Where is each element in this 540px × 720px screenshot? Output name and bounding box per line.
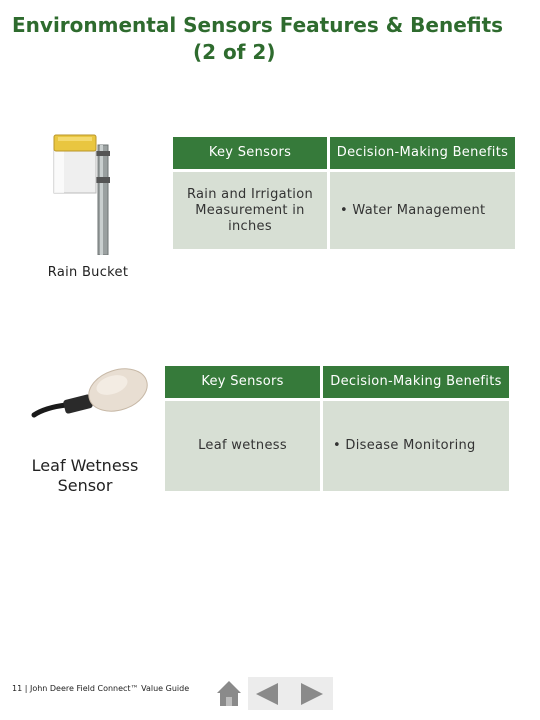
decision-benefit-value: • Disease Monitoring xyxy=(323,401,509,491)
key-sensor-value: Leaf wetness xyxy=(165,401,320,491)
page-title-line-1: Environmental Sensors Features & Benefit… xyxy=(12,13,504,37)
header-key-sensors: Key Sensors xyxy=(165,366,320,398)
home-icon[interactable] xyxy=(215,678,243,708)
leaf-wetness-caption: Leaf Wetness Sensor xyxy=(31,456,139,495)
key-sensor-value: Rain and Irrigation Measurement in inche… xyxy=(173,172,327,249)
page-title-line-2: (2 of 2) xyxy=(193,40,276,64)
header-decision-benefits: Decision-Making Benefits xyxy=(323,366,509,398)
next-page-icon[interactable] xyxy=(297,681,327,707)
leaf-wetness-sensor-image xyxy=(30,365,155,425)
footer-page-label: 11 | John Deere Field Connect™ Value Gui… xyxy=(12,684,190,693)
header-decision-benefits: Decision-Making Benefits xyxy=(330,137,515,169)
rain-bucket-image xyxy=(38,125,138,256)
decision-benefit-value: • Water Management xyxy=(330,172,515,249)
rain-bucket-caption: Rain Bucket xyxy=(47,265,129,280)
header-key-sensors: Key Sensors xyxy=(173,137,327,169)
previous-page-icon[interactable] xyxy=(252,681,282,707)
